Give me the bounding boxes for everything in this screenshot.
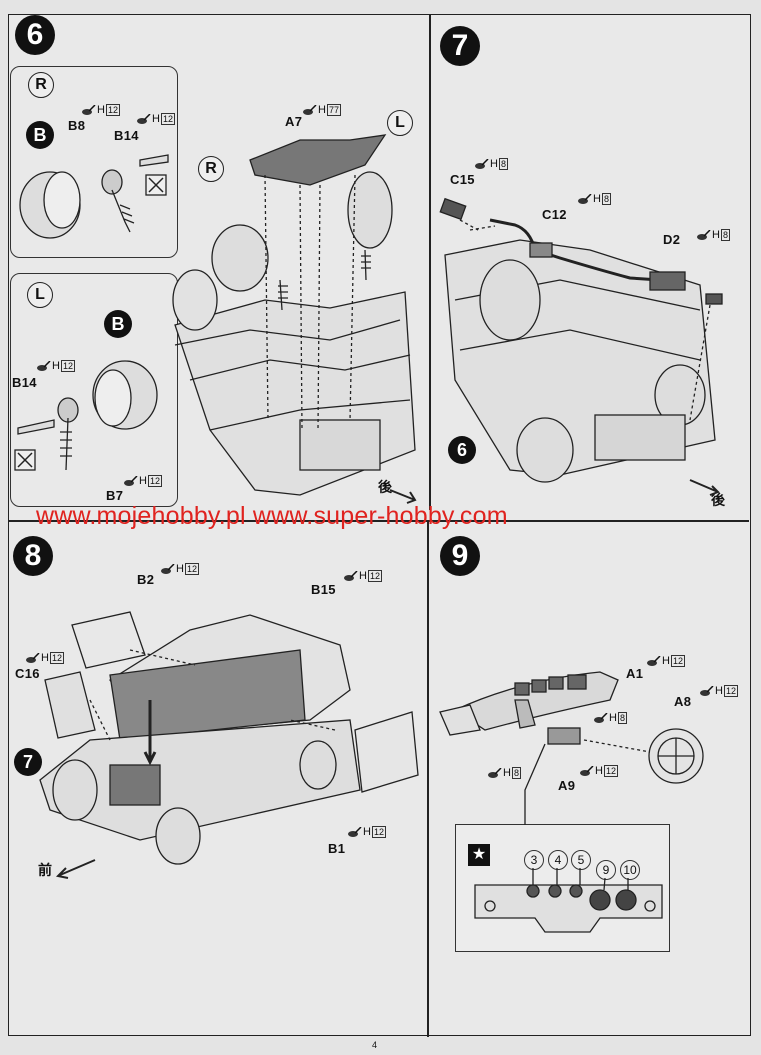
- divider-vertical-top: [429, 15, 431, 510]
- part-b2-label: B2: [137, 572, 155, 587]
- paint-drop-icon: [700, 686, 714, 696]
- part-b1-label: B1: [328, 841, 346, 856]
- decal-number-4: 4: [548, 850, 568, 870]
- step-6-right-wheel-box: [10, 66, 178, 258]
- front-direction-mark: 前: [38, 862, 52, 878]
- part-b-marker-left: B: [104, 310, 132, 338]
- part-c15-label: C15: [450, 172, 475, 187]
- rear-direction-mark: 後: [378, 479, 392, 495]
- step-6-reference-marker: 6: [448, 436, 476, 464]
- paint-drop-icon: [161, 564, 175, 574]
- step-6-left-wheel-box: [10, 273, 178, 507]
- paint-drop-icon: [37, 361, 51, 371]
- left-wheel-marker-main: L: [387, 110, 413, 136]
- right-wheel-marker-main: R: [198, 156, 224, 182]
- part-b-marker: B: [26, 121, 54, 149]
- step-6-panel: 6 R B B8 B14 L B B14 B7 A7 R L 後: [0, 0, 430, 510]
- decal-number-3: 3: [524, 850, 544, 870]
- paint-drop-icon: [578, 194, 592, 204]
- paint-drop-icon: [647, 656, 661, 666]
- divider-horizontal: [9, 520, 749, 522]
- step-7-panel: 7 C15 C12 D2 6 後: [430, 0, 761, 510]
- decal-number-10: 10: [620, 860, 640, 880]
- paint-drop-icon: [137, 114, 151, 124]
- decal-number-5: 5: [571, 850, 591, 870]
- step-8-number: 8: [13, 536, 53, 576]
- step-8-panel: 8 B2 B15 C16 7 B1 前: [0, 520, 430, 1040]
- paint-drop-icon: [303, 105, 317, 115]
- part-b14-label: B14: [114, 128, 139, 143]
- part-b8-label: B8: [68, 118, 86, 133]
- part-a7-label: A7: [285, 114, 303, 129]
- paint-drop-icon: [348, 827, 362, 837]
- decal-number-9: 9: [596, 860, 616, 880]
- watermark-text: www.mojehobby.pl www.super-hobby.com: [36, 502, 508, 530]
- part-b15-label: B15: [311, 582, 336, 597]
- part-a8-label: A8: [674, 694, 692, 709]
- left-side-marker: L: [27, 282, 53, 308]
- part-c16-label: C16: [15, 666, 40, 681]
- paint-drop-icon: [344, 571, 358, 581]
- paint-drop-icon: [580, 766, 594, 776]
- part-a1-label: A1: [626, 666, 644, 681]
- paint-drop-icon: [594, 713, 608, 723]
- step-9-number: 9: [440, 536, 480, 576]
- step-7-number: 7: [440, 26, 480, 66]
- step-6-number: 6: [15, 15, 55, 55]
- paint-drop-icon: [26, 653, 40, 663]
- right-side-marker: R: [28, 72, 54, 98]
- part-d2-label: D2: [663, 232, 681, 247]
- part-b7-label: B7: [106, 488, 124, 503]
- part-b14-label-left: B14: [12, 375, 37, 390]
- paint-drop-icon: [697, 230, 711, 240]
- star-icon: ★: [468, 844, 490, 866]
- paint-drop-icon: [124, 476, 138, 486]
- divider-vertical-bottom: [427, 520, 429, 1037]
- rear-direction-mark-7: 後: [711, 492, 725, 508]
- paint-drop-icon: [488, 768, 502, 778]
- paint-drop-icon: [82, 105, 96, 115]
- part-a9-label: A9: [558, 778, 576, 793]
- page-number: 4: [372, 1040, 378, 1050]
- part-c12-label: C12: [542, 207, 567, 222]
- step-7-reference-marker: 7: [14, 748, 42, 776]
- paint-drop-icon: [475, 159, 489, 169]
